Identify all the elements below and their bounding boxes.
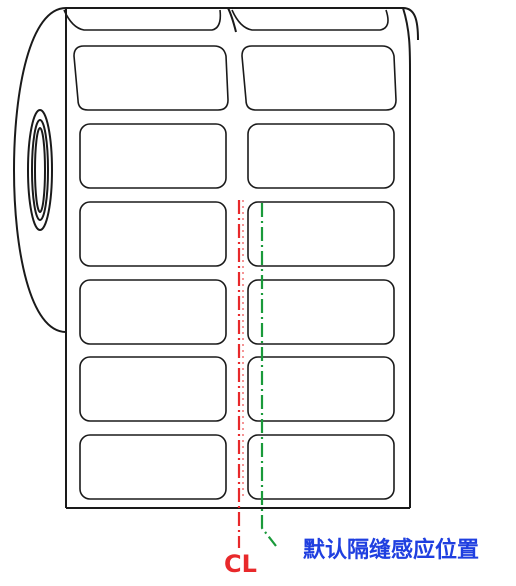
label-cell <box>79 279 227 345</box>
label-grid <box>73 45 397 500</box>
sensor-line-path <box>260 203 277 547</box>
label-cell <box>247 356 395 422</box>
roll-core-inner <box>34 127 46 213</box>
label-cell <box>79 201 227 267</box>
roll-core <box>12 7 419 509</box>
curved-label-left <box>63 9 222 31</box>
centerline <box>237 200 244 548</box>
sensor-position-caption: 默认隔缝感应位置 <box>303 538 480 563</box>
label-cell <box>247 279 395 345</box>
label-cell <box>247 123 395 189</box>
curved-label-right <box>231 9 389 31</box>
roll-top-divider <box>227 7 237 33</box>
label-cell <box>73 45 229 111</box>
roll-right-outline <box>402 7 411 508</box>
label-cell <box>79 434 227 500</box>
roll-core-outer <box>27 109 53 231</box>
label-cell <box>241 45 397 111</box>
sensor-line <box>260 203 277 547</box>
label-cell <box>79 356 227 422</box>
label-cell <box>247 434 395 500</box>
roll-left-outline <box>12 7 67 333</box>
label-cell <box>79 123 227 189</box>
centerline-symbol: CL <box>224 550 257 578</box>
roll-core-mid <box>31 119 49 221</box>
label-cell <box>247 201 395 267</box>
curved-labels <box>63 9 389 31</box>
